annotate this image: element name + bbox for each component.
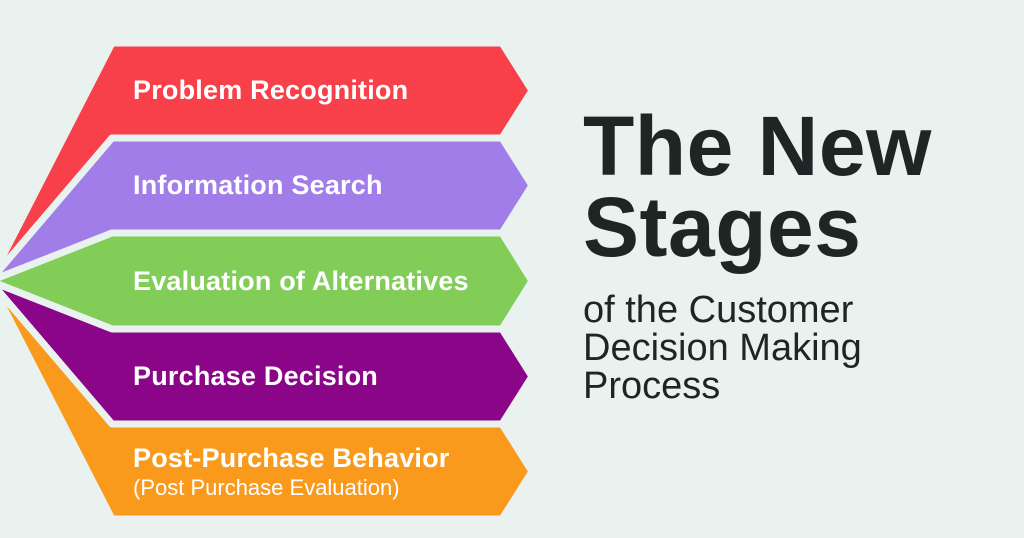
stage-arrow-5 bbox=[0, 287, 536, 523]
page-subtitle: of the Customer Decision Making Process bbox=[583, 288, 862, 407]
page-title-line1: The New bbox=[583, 99, 932, 193]
page-title: The New Stages bbox=[583, 99, 1003, 275]
page-title-line2: Stages bbox=[583, 180, 862, 275]
title-block: The New Stages of the Customer Decision … bbox=[583, 99, 1003, 407]
